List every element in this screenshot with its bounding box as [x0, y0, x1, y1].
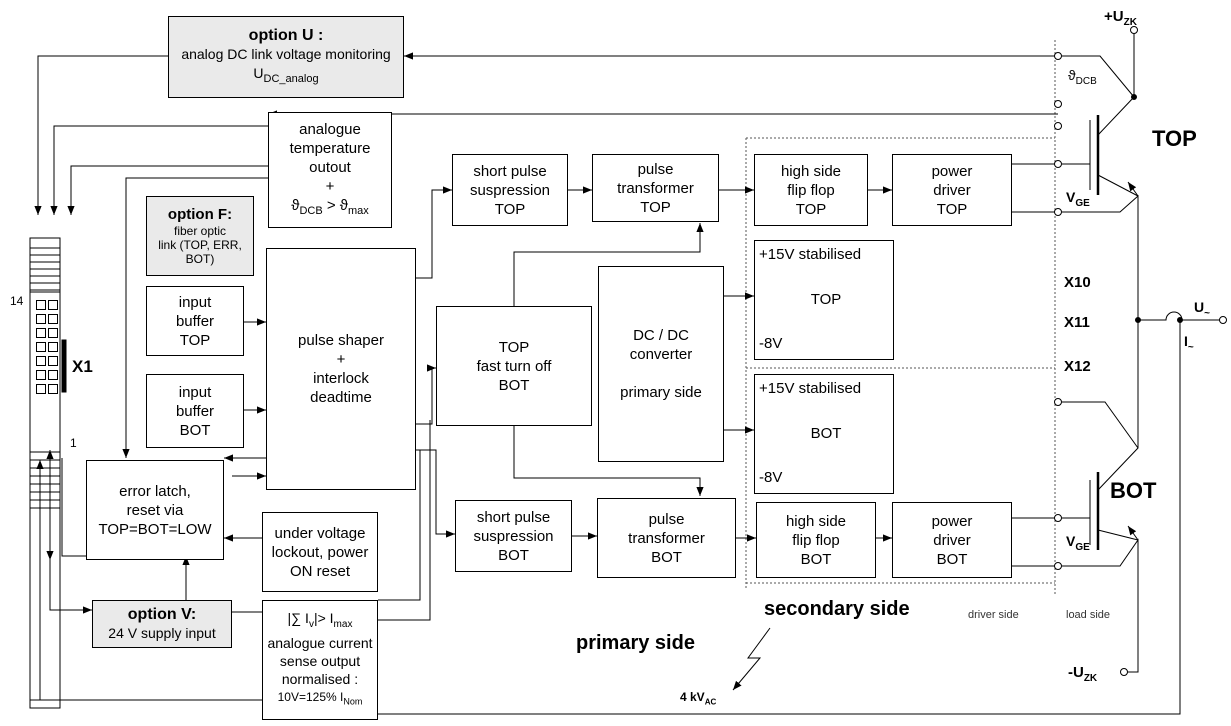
x11-label: X11 [1064, 314, 1090, 331]
analogue-temp-line4: + [325, 177, 335, 195]
uzk-minus-label: -UZK [1068, 664, 1098, 684]
stabilised-top-box: +15V stabilised TOP -8V [754, 240, 894, 360]
analogue-temp-line2: temperature [289, 139, 371, 157]
uzk-plus-label: +UZK [1104, 8, 1137, 28]
secondary-side-label: secondary side [764, 598, 910, 620]
x12-label: X12 [1064, 358, 1091, 375]
driver-side-label: driver side [968, 609, 1019, 621]
option-u-box: option U : analog DC link voltage monito… [168, 16, 404, 98]
option-v-box: option V: 24 V supply input [92, 600, 232, 648]
pin-1-label: 1 [70, 436, 77, 450]
vge-top-label: VGE [1066, 189, 1090, 209]
option-f-line1: fiber optic [173, 224, 227, 238]
current-sense-box: |∑ Iv|> Imax analogue current sense outp… [262, 600, 378, 720]
i-out-label: I~ [1184, 333, 1194, 353]
pin-14-label: 14 [10, 294, 24, 308]
stabilised-bot-box: +15V stabilised BOT -8V [754, 374, 894, 494]
x10-label: X10 [1064, 274, 1091, 291]
option-f-title: option F: [167, 206, 233, 223]
u-out-label: U~ [1194, 299, 1210, 319]
bot-igbt-label: BOT [1110, 478, 1157, 503]
current-sense-formula: |∑ Iv|> Imax [287, 610, 353, 631]
option-u-line2: UDC_analog [253, 64, 319, 85]
option-u-title: option U : [248, 26, 324, 44]
option-f-line3: BOT) [185, 252, 215, 266]
top-igbt-label: TOP [1152, 126, 1197, 151]
isolation-label: 4 kVAC [680, 690, 717, 707]
analogue-temperature-box: analogue temperature outout + ϑDCB > ϑma… [268, 112, 392, 228]
option-u-line1: analog DC link voltage monitoring [181, 45, 391, 62]
x1-label: X1 [72, 357, 93, 376]
theta-dcb-label: ϑDCB [1068, 67, 1097, 87]
vge-bot-label: VGE [1066, 533, 1090, 553]
analogue-temp-line5: ϑDCB > ϑmax [291, 196, 369, 217]
analogue-temp-line3: outout [309, 158, 351, 176]
analogue-temp-line1: analogue [299, 120, 361, 138]
primary-side-label: primary side [576, 632, 695, 654]
x1-pin-grid [36, 300, 58, 394]
load-side-label: load side [1066, 609, 1111, 621]
option-f-box: option F: fiber optic link (TOP, ERR, BO… [146, 196, 254, 276]
option-f-line2: link (TOP, ERR, [158, 238, 242, 252]
